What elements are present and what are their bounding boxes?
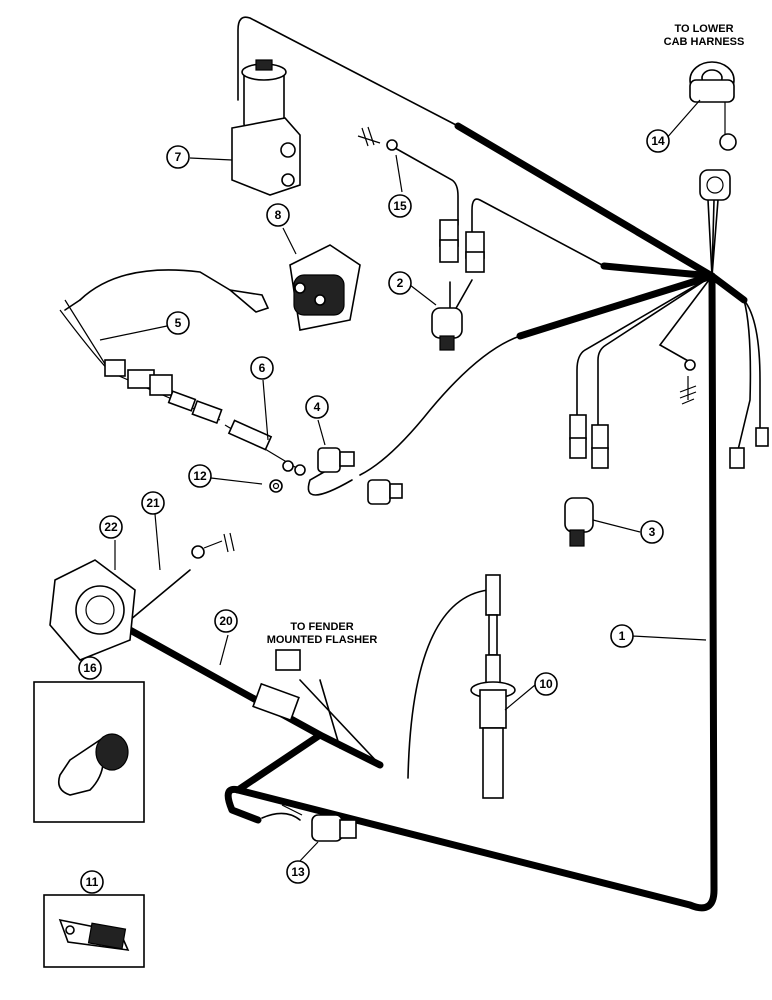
svg-text:13: 13 (291, 865, 305, 879)
label-lower-cab: TO LOWER CAB HARNESS (664, 23, 745, 48)
svg-text:MOUNTED FLASHER: MOUNTED FLASHER (267, 634, 378, 646)
svg-text:16: 16 (83, 661, 97, 675)
callout-7: 7 (166, 145, 190, 169)
callout-5: 5 (166, 311, 190, 335)
bulkhead-connector (699, 169, 731, 201)
pressure-switch-3 (564, 414, 609, 547)
svg-text:20: 20 (219, 614, 233, 628)
callout-22: 22 (99, 515, 123, 539)
callout-21: 21 (141, 491, 165, 515)
svg-text:3: 3 (649, 525, 656, 539)
callout-16: 16 (78, 656, 102, 680)
cable-assembly (64, 299, 223, 425)
callout-11: 11 (80, 870, 104, 894)
right-connectors (729, 427, 769, 469)
callout-2: 2 (388, 271, 412, 295)
svg-text:10: 10 (539, 677, 553, 691)
ground-symbol-left (191, 532, 235, 559)
branch-wires (59, 147, 761, 821)
fender-connector (252, 649, 301, 722)
leader-lines (99, 99, 707, 863)
ground-symbol-right (679, 359, 697, 405)
callout-1: 1 (610, 624, 634, 648)
svg-text:21: 21 (146, 496, 160, 510)
pressure-sensor-4 (317, 447, 403, 505)
callout-6: 6 (250, 356, 274, 380)
grommet (689, 61, 737, 151)
svg-text:22: 22 (104, 520, 118, 534)
callout-15: 15 (388, 194, 412, 218)
pressure-switch-2 (431, 219, 485, 351)
callout-8: 8 (266, 203, 290, 227)
callout-10: 10 (534, 672, 558, 696)
temperature-sender (470, 574, 516, 799)
solenoid-valve (231, 59, 301, 196)
relay (227, 244, 361, 331)
svg-text:2: 2 (397, 276, 404, 290)
svg-text:CAB HARNESS: CAB HARNESS (664, 36, 745, 48)
callout-4: 4 (305, 395, 329, 419)
svg-text:7: 7 (175, 150, 182, 164)
callout-20: 20 (214, 609, 238, 633)
svg-text:6: 6 (259, 361, 266, 375)
svg-text:4: 4 (314, 400, 321, 414)
svg-text:14: 14 (651, 134, 665, 148)
rod-connector (224, 419, 306, 476)
svg-text:5: 5 (175, 316, 182, 330)
svg-text:12: 12 (193, 469, 207, 483)
svg-text:TO LOWER: TO LOWER (674, 23, 733, 35)
callout-14: 14 (646, 129, 670, 153)
label-fender-flasher: TO FENDER MOUNTED FLASHER (267, 621, 378, 646)
temperature-switch (281, 804, 357, 842)
clip-box (33, 681, 145, 823)
callout-12: 12 (188, 464, 212, 488)
callout-13: 13 (286, 860, 310, 884)
svg-text:8: 8 (275, 208, 282, 222)
svg-text:11: 11 (86, 875, 99, 889)
callout-3: 3 (640, 520, 664, 544)
svg-text:1: 1 (619, 629, 626, 643)
nut (269, 479, 283, 493)
socket (49, 559, 136, 661)
clip-strap-box (43, 894, 145, 968)
svg-text:TO FENDER: TO FENDER (290, 621, 353, 633)
ground-symbol-top (357, 126, 398, 151)
svg-text:15: 15 (393, 199, 407, 213)
